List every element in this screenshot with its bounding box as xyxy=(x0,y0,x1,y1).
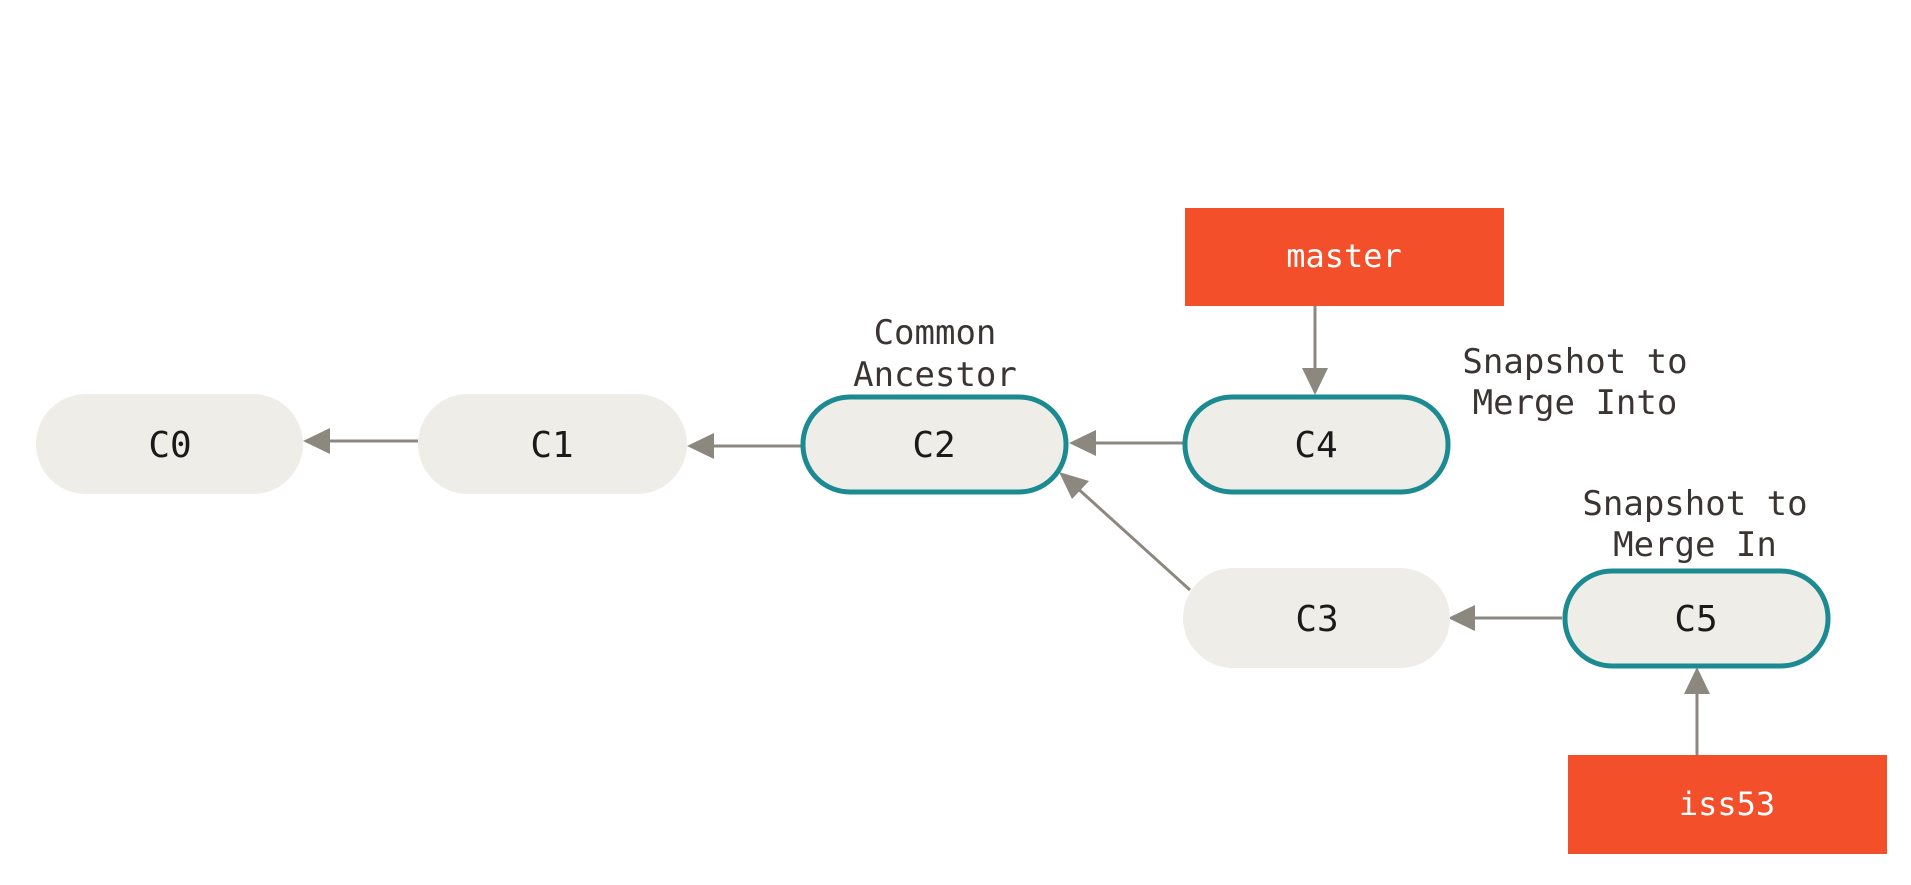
note-common-ancestor: Common Ancestor xyxy=(853,313,1017,395)
note-line: Snapshot to xyxy=(1462,342,1687,382)
branch-label: master xyxy=(1286,237,1402,275)
commit-c5: C5 xyxy=(1562,568,1831,669)
commit-label: C5 xyxy=(1674,599,1717,640)
branch-box xyxy=(1568,755,1887,854)
note-line: Snapshot to xyxy=(1582,484,1807,524)
commit-node xyxy=(36,394,303,494)
commit-node xyxy=(418,394,687,494)
commit-c0: C0 xyxy=(36,394,303,494)
note-merge-into: Snapshot to Merge Into xyxy=(1462,342,1687,423)
note-line: Merge Into xyxy=(1473,383,1678,423)
arrowhead-c3 xyxy=(1448,605,1475,631)
commit-label: C4 xyxy=(1294,425,1337,466)
commit-label: C2 xyxy=(912,425,955,466)
commit-node xyxy=(1562,568,1831,669)
note-line: Common xyxy=(874,313,997,353)
commit-node xyxy=(1182,394,1451,495)
commit-label: C0 xyxy=(148,425,191,466)
note-line: Ancestor xyxy=(853,355,1017,395)
arrow-c3-to-c2 xyxy=(1073,484,1192,592)
branch-label: iss53 xyxy=(1679,785,1775,823)
arrowhead-c5 xyxy=(1684,667,1710,694)
branch-master: master xyxy=(1185,208,1504,306)
arrowhead-c4 xyxy=(1302,368,1328,395)
commit-node xyxy=(1183,568,1450,668)
arrowhead-c1 xyxy=(687,433,714,459)
arrowhead-c2-diag xyxy=(1059,472,1089,499)
commit-node xyxy=(800,394,1069,495)
note-merge-in: Snapshot to Merge In xyxy=(1582,484,1807,565)
commit-c4: C4 xyxy=(1182,394,1451,495)
commit-label: C1 xyxy=(530,425,573,466)
arrows xyxy=(303,306,1710,755)
commit-c1: C1 xyxy=(418,394,687,494)
branch-box xyxy=(1185,208,1504,306)
arrowhead-c2 xyxy=(1069,430,1096,456)
arrowhead-c0 xyxy=(303,428,330,454)
commit-c3: C3 xyxy=(1183,568,1450,668)
commit-label: C3 xyxy=(1295,599,1338,640)
commit-c2: C2 xyxy=(800,394,1069,495)
branch-iss53: iss53 xyxy=(1568,755,1887,854)
note-line: Merge In xyxy=(1613,525,1777,565)
